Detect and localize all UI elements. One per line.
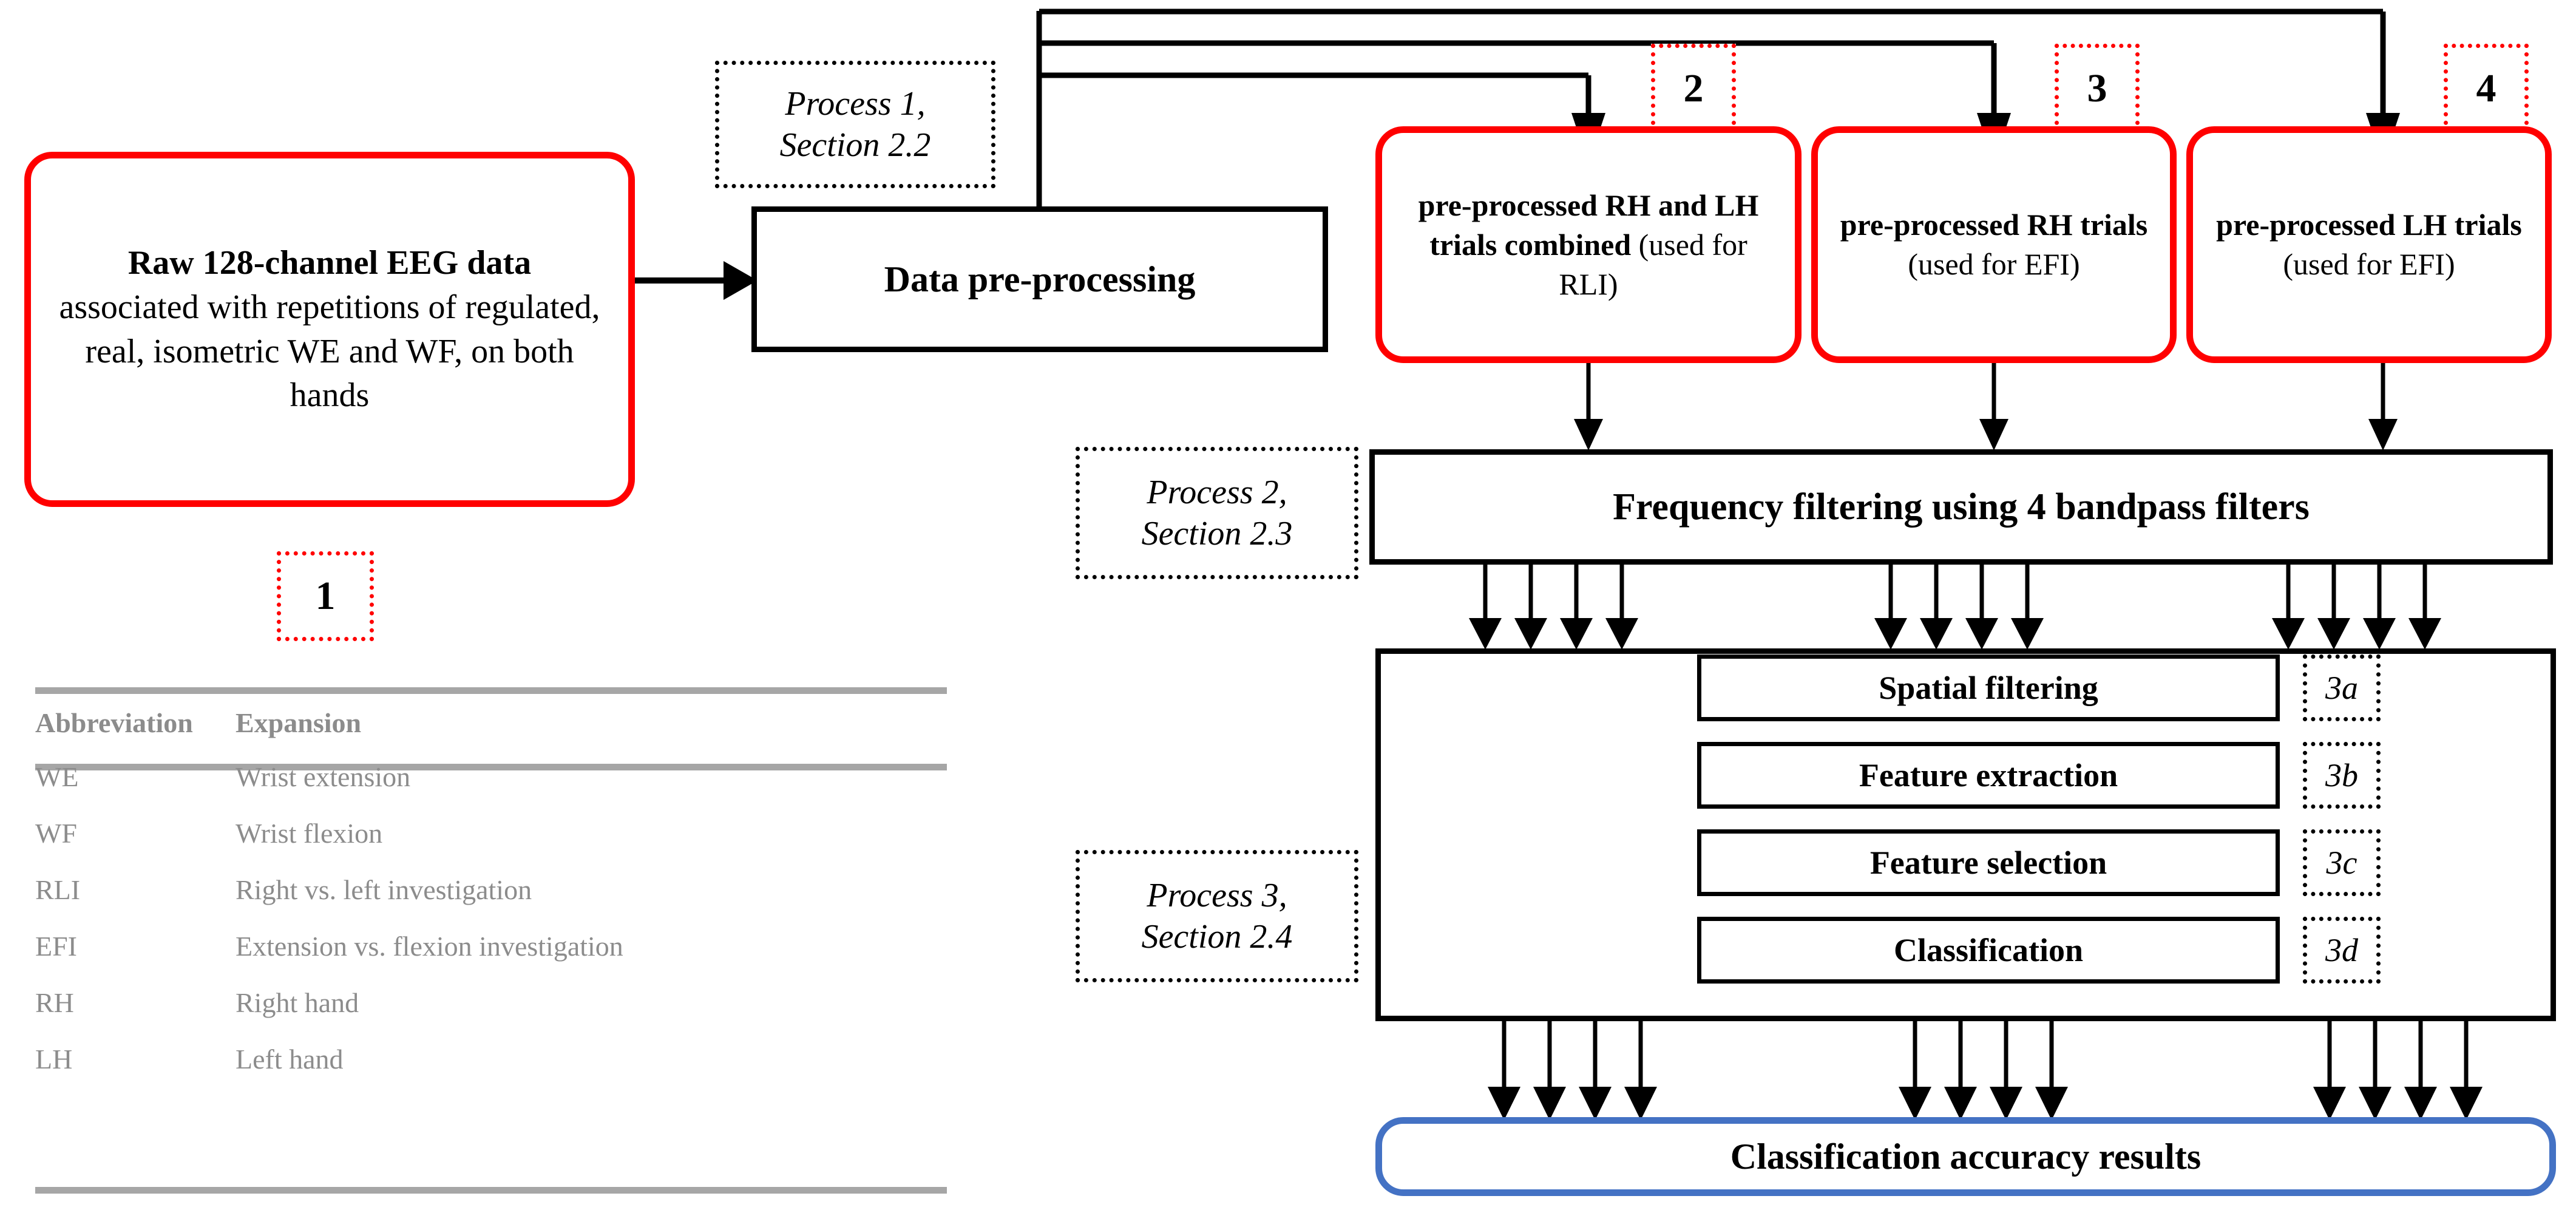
node-classification-label: Classification (1893, 932, 2083, 968)
abbreviation-table-head: Abbreviation Expansion (35, 698, 947, 749)
node-spatial-filtering[interactable]: Spatial filtering (1697, 654, 2280, 721)
tag-process-1-line2: Section 2.2 (779, 126, 931, 164)
tag-3d-label: 3d (2325, 932, 2358, 968)
node-preprocessed-rh-text: pre-processed RH trials (used for EFI) (1840, 205, 2147, 284)
tag-process-1-line1: Process 1, (785, 84, 926, 123)
tag-3a: 3a (2303, 654, 2381, 721)
node-preprocessed-lh[interactable]: pre-processed LH trials (used for EFI) (2186, 126, 2552, 363)
cell-abbreviation: RLI (35, 874, 81, 905)
abbreviation-table: Abbreviation Expansion WE Wrist extensio… (35, 698, 947, 1087)
raw-eeg-bold-text: Raw 128-channel EEG data (127, 243, 532, 282)
cell-abbreviation: WE (35, 761, 79, 792)
abbreviation-table-body: WE Wrist extension WF Wrist flexion RLI … (35, 749, 947, 1087)
tag-3c: 3c (2303, 829, 2381, 896)
arrow-rh-to-filter (1979, 362, 2008, 450)
rh-rest-text: (used for EFI) (1908, 247, 2080, 281)
node-classification[interactable]: Classification (1697, 917, 2280, 984)
cell-abbreviation: RH (35, 987, 74, 1018)
tag-process-1-text: Process 1, Section 2.2 (780, 83, 931, 166)
node-preprocessed-lh-text: pre-processed LH trials (used for EFI) (2216, 205, 2522, 284)
table-row: LH Left hand (35, 1031, 947, 1087)
node-feature-extraction[interactable]: Feature extraction (1697, 742, 2280, 809)
cell-expansion: Right hand (236, 987, 359, 1018)
tag-process-3-text: Process 3, Section 2.4 (1142, 875, 1293, 958)
tag-process-2-text: Process 2, Section 2.3 (1142, 472, 1293, 555)
column-header-abbreviation: Abbreviation (35, 707, 193, 738)
column-header-expansion: Expansion (236, 707, 362, 738)
tag-3b-label: 3b (2325, 757, 2358, 794)
tag-4-label: 4 (2476, 66, 2496, 110)
tag-3b: 3b (2303, 742, 2381, 809)
node-raw-eeg[interactable]: Raw 128-channel EEG data associated with… (24, 152, 635, 507)
cell-expansion: Left hand (236, 1044, 344, 1075)
cell-abbreviation: EFI (35, 931, 77, 962)
node-raw-eeg-text: Raw 128-channel EEG data associated with… (56, 241, 603, 418)
tag-4: 4 (2444, 44, 2529, 134)
tag-1: 1 (277, 551, 374, 641)
table-rule-bottom (35, 1187, 947, 1194)
node-data-preprocessing[interactable]: Data pre-processing (751, 206, 1328, 352)
rh-bold-text: pre-processed RH trials (1840, 208, 2148, 242)
tag-process-2-line2: Section 2.3 (1141, 515, 1293, 552)
node-classification-results[interactable]: Classification accuracy results (1375, 1117, 2556, 1196)
tag-2: 2 (1651, 44, 1736, 134)
node-feature-extraction-label: Feature extraction (1859, 757, 2118, 794)
cell-expansion: Wrist extension (236, 761, 411, 792)
arrow-lh-to-filter (2368, 362, 2398, 450)
node-classification-results-label: Classification accuracy results (1730, 1136, 2201, 1177)
node-preprocessed-rh[interactable]: pre-processed RH trials (used for EFI) (1811, 126, 2177, 363)
lh-rest-text: (used for EFI) (2283, 247, 2455, 281)
node-data-preprocessing-label: Data pre-processing (884, 259, 1196, 299)
tag-1-label: 1 (315, 574, 336, 618)
combined-bold-text: pre-processed RH and LH trials combined (1418, 188, 1759, 262)
cell-expansion: Wrist flexion (236, 818, 383, 849)
node-frequency-filtering-label: Frequency filtering using 4 bandpass fil… (1613, 486, 2310, 528)
node-feature-selection-label: Feature selection (1869, 845, 2107, 881)
raw-eeg-rest-text: associated with repetitions of regulated… (59, 288, 600, 415)
node-feature-selection[interactable]: Feature selection (1697, 829, 2280, 896)
table-header-row: Abbreviation Expansion (35, 698, 947, 749)
node-preprocessed-combined[interactable]: pre-processed RH and LH trials combined … (1375, 126, 1802, 363)
table-row: RH Right hand (35, 974, 947, 1031)
cell-expansion: Extension vs. flexion investigation (236, 931, 623, 962)
table-row: WE Wrist extension (35, 749, 947, 805)
table-row: EFI Extension vs. flexion investigation (35, 918, 947, 974)
combined-rest-text: (used for RLI) (1559, 227, 1747, 301)
tag-process-3: Process 3, Section 2.4 (1076, 850, 1358, 982)
tag-3c-label: 3c (2326, 845, 2357, 881)
tag-process-1: Process 1, Section 2.2 (715, 61, 995, 188)
arrow-raw-to-preprocessing (632, 261, 758, 300)
lh-bold-text: pre-processed LH trials (2216, 208, 2522, 242)
arrow-combined-to-filter (1574, 362, 1603, 450)
node-frequency-filtering[interactable]: Frequency filtering using 4 bandpass fil… (1369, 449, 2553, 565)
table-row: RLI Right vs. left investigation (35, 862, 947, 918)
arrows-process3-to-results (1488, 1020, 2483, 1120)
arrows-filter-to-process3 (1469, 565, 2441, 650)
tag-process-2-line1: Process 2, (1147, 473, 1287, 511)
tag-2-label: 2 (1683, 66, 1704, 110)
cell-abbreviation: WF (35, 818, 77, 849)
node-spatial-filtering-label: Spatial filtering (1879, 670, 2098, 706)
cell-abbreviation: LH (35, 1044, 73, 1075)
tag-process-2: Process 2, Section 2.3 (1076, 447, 1358, 579)
tag-process-3-line1: Process 3, (1147, 876, 1287, 914)
tag-3-label: 3 (2087, 66, 2107, 110)
table-rule-middle (35, 764, 947, 770)
tag-process-3-line2: Section 2.4 (1141, 918, 1293, 956)
tag-3a-label: 3a (2325, 670, 2358, 706)
cell-expansion: Right vs. left investigation (236, 874, 532, 905)
node-preprocessed-combined-text: pre-processed RH and LH trials combined … (1398, 186, 1779, 304)
table-rule-top (35, 687, 947, 694)
tag-3d: 3d (2303, 917, 2381, 984)
table-row: WF Wrist flexion (35, 805, 947, 862)
tag-3: 3 (2055, 44, 2140, 134)
